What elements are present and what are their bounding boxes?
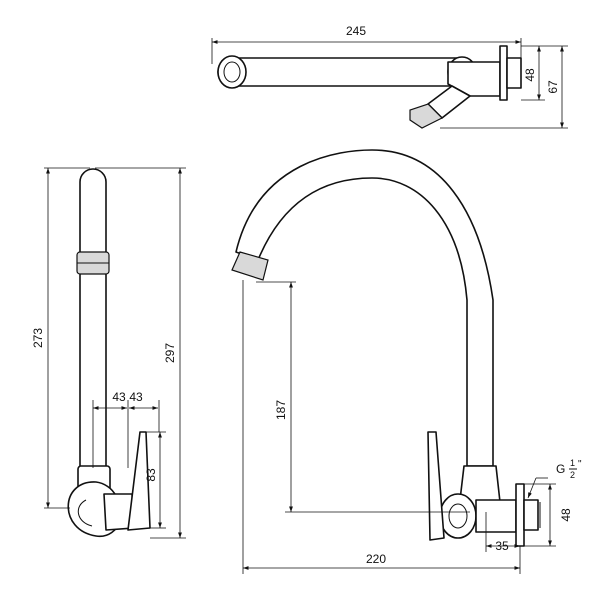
front-view-lever (427, 431, 445, 541)
thread-numerator: 1 (570, 458, 575, 468)
front-view-aerator (231, 251, 269, 281)
dim-front-flange: 48 (559, 508, 573, 522)
top-view: 245 48 67 (211, 24, 568, 129)
dim-front-wall-offset: 35 (495, 539, 509, 553)
dim-front-reach: 220 (366, 552, 386, 566)
dim-top-depth: 67 (546, 80, 560, 94)
top-view-body (447, 61, 501, 97)
thread-label: G (556, 462, 565, 476)
dim-top-flange: 48 (523, 68, 537, 82)
top-view-wall-flange (499, 45, 508, 101)
front-view-spout (235, 149, 494, 467)
thread-unit: " (578, 459, 582, 470)
side-view: 273 297 43 43 83 (31, 167, 186, 539)
dim-side-offset-a: 43 (112, 390, 126, 404)
front-view-valve (439, 493, 477, 539)
front-view-wall-flange (515, 483, 525, 547)
side-view-riser-tube (79, 168, 107, 466)
dim-top-length: 245 (346, 24, 366, 38)
dim-side-lever: 83 (144, 468, 158, 482)
front-view: 187 220 48 35 G 1 2 " (231, 149, 582, 574)
top-view-lever-tip (409, 103, 444, 129)
thread-denominator: 2 (570, 470, 575, 480)
dim-side-total-height: 297 (163, 343, 177, 363)
dim-front-spout-height: 187 (274, 400, 288, 420)
top-view-spout-tube (217, 57, 477, 87)
top-view-spout-tip (217, 55, 247, 89)
dim-side-offset-b: 43 (129, 390, 143, 404)
dim-side-height: 273 (31, 328, 45, 348)
